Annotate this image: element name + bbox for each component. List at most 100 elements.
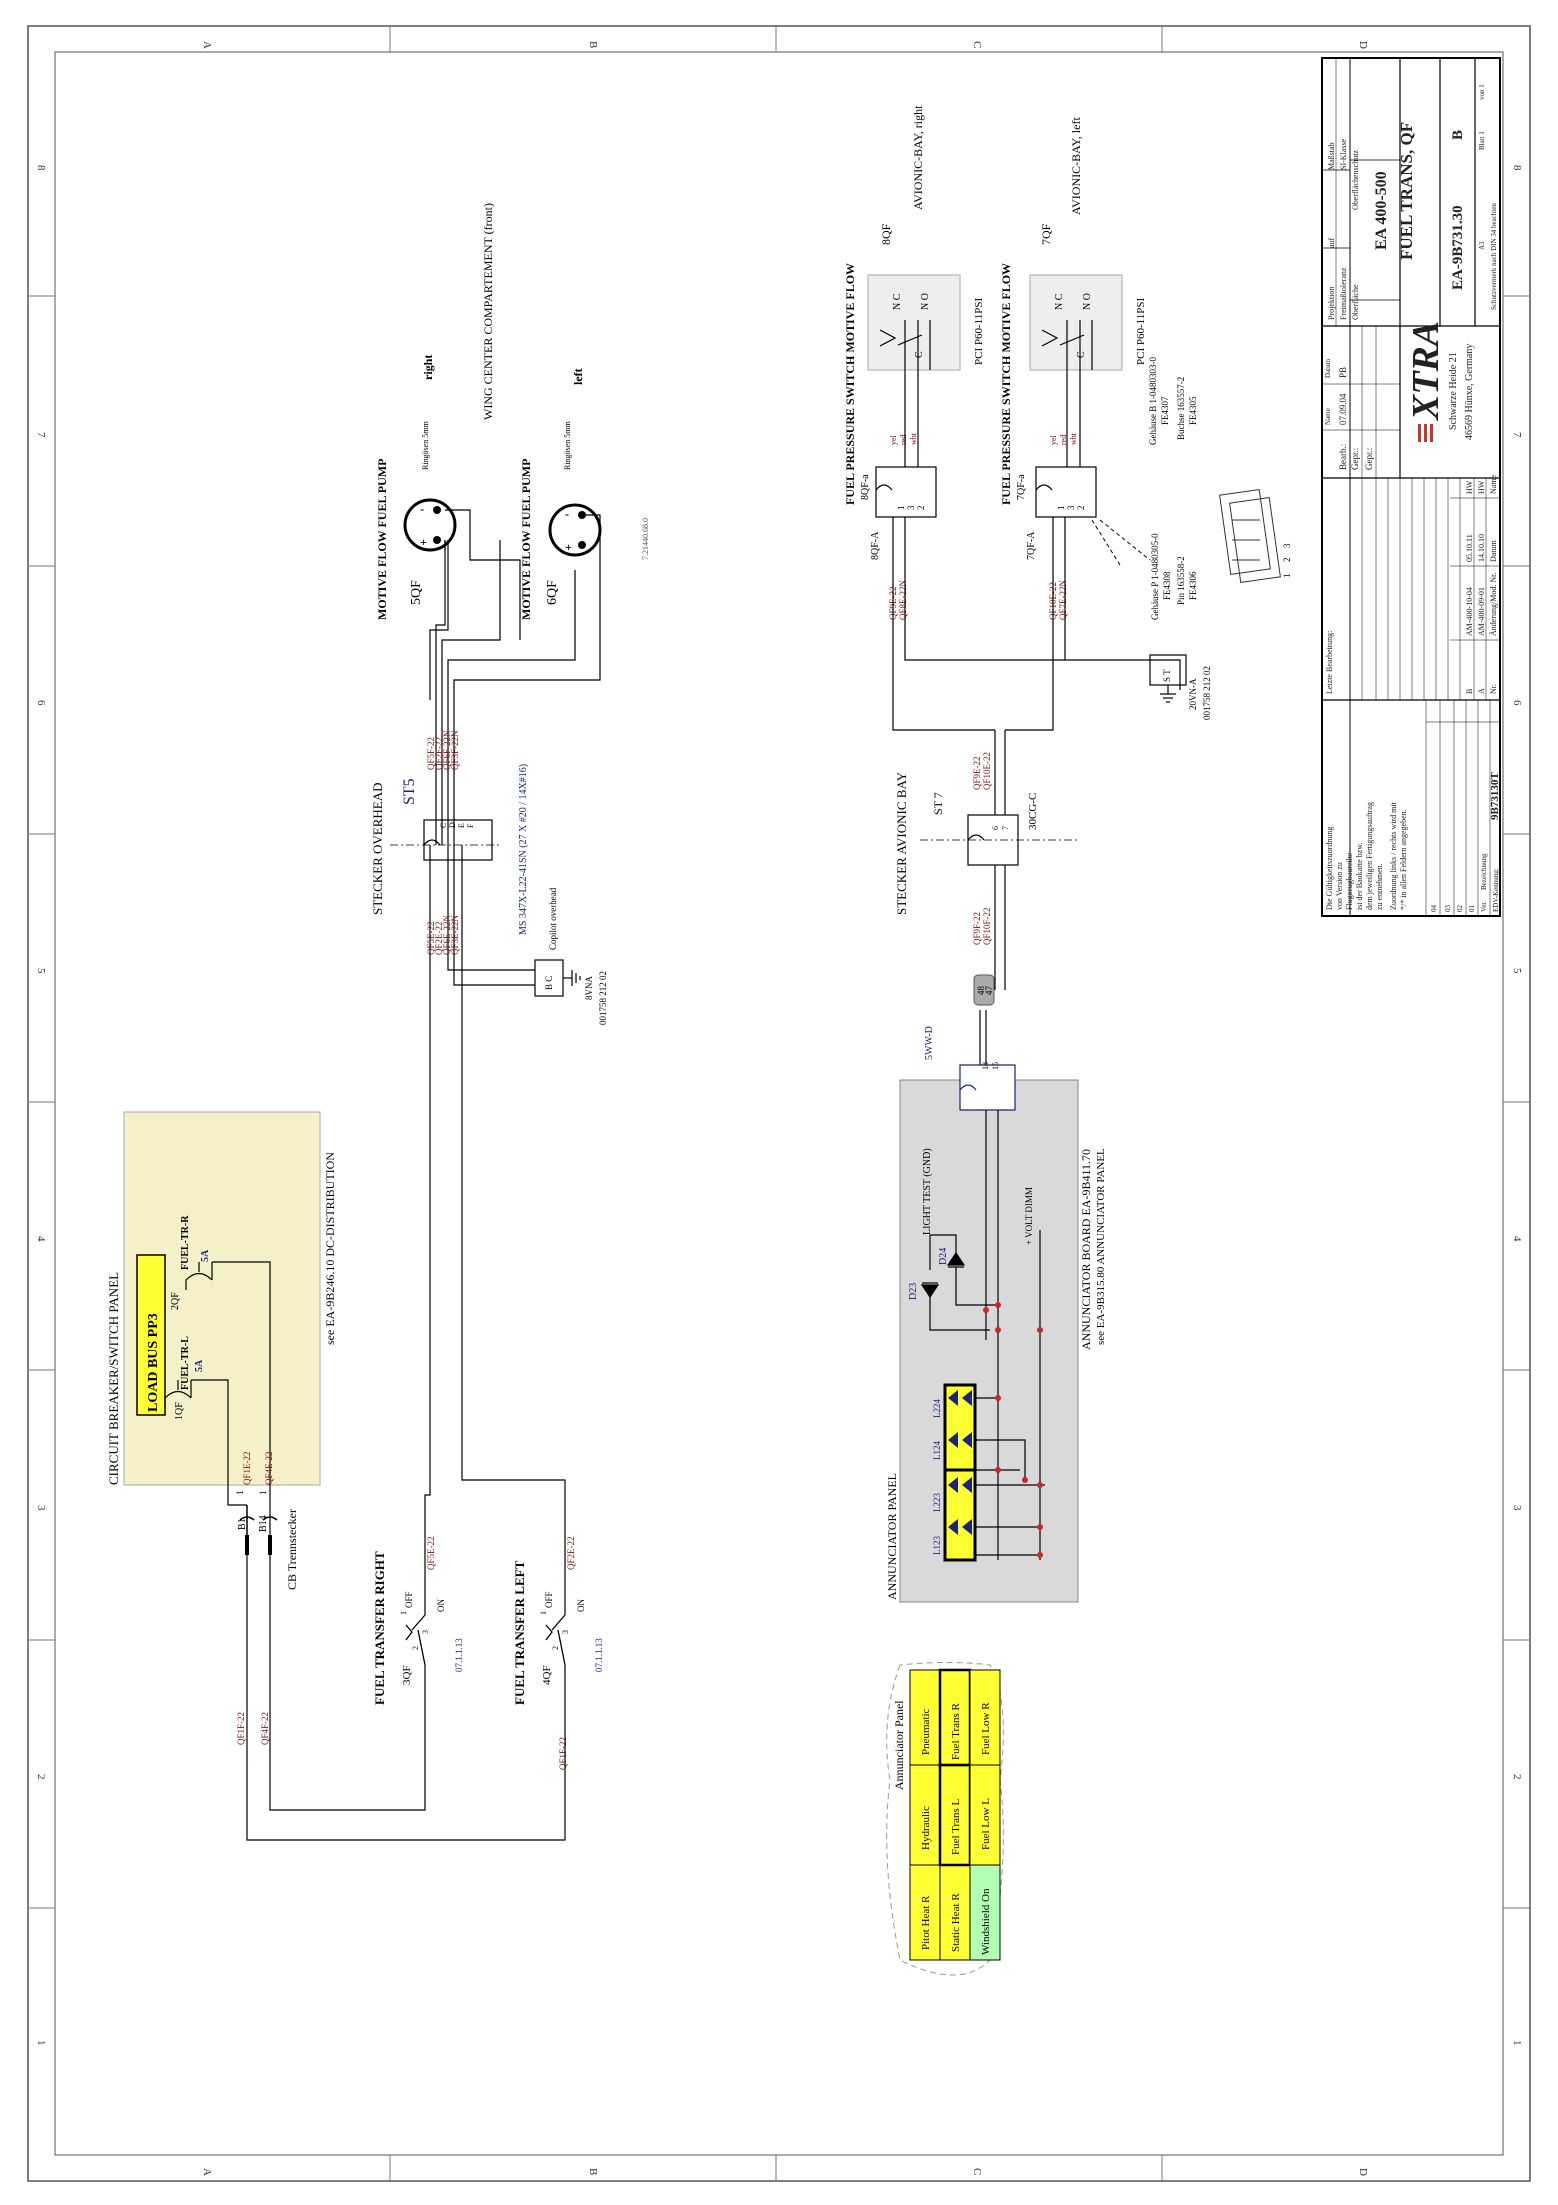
st5-gnd-label: B C (544, 976, 554, 990)
ps-left-conn: 7QF-a (1016, 474, 1027, 500)
cb-panel-title: CIRCUIT BREAKER/SWITCH PANEL (106, 1272, 121, 1485)
pump-left-ringoesen: Ringösen 5mm (563, 421, 572, 470)
switch-right-part: 07.1.1.13 (454, 1638, 464, 1672)
ps-left-bay: AVIONIC-BAY, left (1069, 117, 1083, 215)
tb-format: A3 (1478, 241, 1486, 250)
ps-socket-fe: FE4305 (1188, 396, 1198, 425)
ps-right-conn: 8QF-a (860, 474, 871, 500)
cb-wire-qf1e: QF1E-22 (242, 1452, 252, 1486)
zone-letter-a-bottom: A (201, 2168, 213, 2176)
switch-left-p3: 3 (561, 1630, 570, 1634)
ann-label-fuel-trans-r: Fuel Trans R (950, 1702, 962, 1760)
switch-right-p2: 2 (411, 1646, 420, 1650)
st5-body (423, 819, 493, 861)
tb-address2: 46569 Hünxe, Germany (1464, 344, 1475, 440)
st5-wire-r4: QF3F-22N (450, 730, 460, 770)
switch-left-wire-in: QF1F-22 (558, 1737, 568, 1770)
ann-light-test: LIGHT TEST (GND) (922, 1148, 933, 1235)
pump-right-ref: 5QF (409, 580, 424, 605)
tb-rev-b-date: 05.10.11 (1465, 534, 1474, 562)
st5-pin-e: E (457, 823, 466, 828)
conn-sketch-pin2: 2 (1282, 558, 1292, 563)
title-block: Maßstab auf Projektion SI-Klasse Freimaß… (1321, 57, 1501, 917)
switch-right-wire: QF5E-22 (426, 1537, 436, 1571)
annunciator-table: Annunciator Panel Pitot Heat R Hydraulic… (886, 1662, 1004, 1976)
ann-conn-label: 5WW-D (924, 1026, 935, 1060)
connector-sketch-icon (1219, 489, 1281, 583)
pump-left-side: left (571, 368, 585, 385)
zone-number-4-left: 4 (35, 1236, 47, 1242)
fuel-transfer-right: FUEL TRANSFER RIGHT 3QF 1 2 3 OFF ON 07.… (372, 1537, 464, 1706)
zone-letter-b-top: B (587, 41, 599, 48)
zone-number-2-left: 2 (35, 1774, 47, 1780)
tb-d04: 04 (1430, 905, 1438, 913)
svg-text:-: - (565, 507, 569, 521)
wire-qf4f-left: QF4F-22 (260, 1712, 270, 1745)
st5-ground-icon (563, 970, 581, 986)
tb-rev-datum: Datum (1489, 539, 1498, 562)
switch-right-title: FUEL TRANSFER RIGHT (372, 1551, 387, 1705)
ann-lamp-l224: L224 (932, 1399, 942, 1418)
wiring (246, 540, 601, 1841)
cb1-name: FUEL-TR-L (180, 1336, 191, 1390)
tb-valid-3: Flugzeugbaureihe (1345, 852, 1354, 910)
st7-wire-l1: QF9F-22 (972, 912, 982, 945)
ps-left-nc: N C (1054, 293, 1065, 310)
tb-d02: 02 (1456, 905, 1464, 913)
tb-si-klasse: SI-Klasse (1339, 138, 1348, 170)
annunciator-board: 5WW-D 18 15 LIGHT TEST (GND) D23 D24 + V… (885, 1026, 1107, 1603)
cb1-ref: 1QF (174, 1402, 185, 1420)
st5-wire-l2: QF2E-22 (434, 922, 444, 956)
st5-wire-r1: QF5F-22 (426, 737, 436, 770)
st7-cable-47: 47 (984, 986, 994, 996)
ann-cell-hydraulic (909, 1764, 941, 1866)
ann-board-label: ANNUNCIATOR BOARD EA-9B411.70 (1079, 1149, 1093, 1350)
xtra-logo: XTRA (1405, 321, 1447, 442)
ps-left-pin2: 2 (1076, 506, 1086, 511)
ps-ground-icon (1160, 685, 1176, 703)
tb-logo-text: XTRA (1405, 321, 1447, 421)
zone-letter-b-bottom: B (587, 2168, 599, 2175)
ann-conn-body (959, 1064, 1016, 1111)
ps-housing1-fe: FE4307 (1160, 396, 1170, 425)
conn-sketch-pin1: 1 (1282, 574, 1292, 579)
ps-left-red: red (1059, 435, 1068, 445)
zone-number-3-right: 3 (1511, 1505, 1523, 1511)
ps-socket: Buchse 163557-2 (1176, 377, 1186, 440)
ps-housing2: Gehäuse P 1-0480305-0 (1150, 533, 1160, 620)
tb-rev-nr: Nr. (1489, 684, 1498, 694)
ps-right-yel: yel (889, 434, 898, 445)
wire-qf1f-left: QF1F-22 (236, 1712, 246, 1745)
ann-volt-dimm: + VOLT DIMM (1024, 1187, 1034, 1245)
ann-cell-pneumatic (909, 1669, 941, 1766)
zone-number-1-left: 1 (35, 2040, 47, 2046)
st5-part: MS 347X-L22-41SN (27 X #20 / 14X#16) (518, 764, 529, 935)
tb-assign-1: Zuordnung links / rechts wird mit (1389, 801, 1398, 910)
svg-text:+: + (565, 540, 572, 554)
annunciator-board-box (899, 1079, 1079, 1603)
tb-valid-6: zu entnehmen. (1375, 863, 1384, 910)
ann-d24: D24 (938, 1248, 949, 1265)
ann-junctions (983, 1302, 1043, 1558)
tb-projektion: Projektion (1327, 287, 1336, 320)
switch-left-wire: QF2E-22 (566, 1537, 576, 1571)
tb-title: FUEL TRANS, QF (1397, 122, 1416, 260)
zone-letters: A B C D A B C D (201, 41, 1369, 2176)
svg-text:+: + (420, 535, 427, 549)
zone-number-7-left: 7 (35, 432, 47, 438)
ps-left-title: FUEL PRESSURE SWITCH MOTIVE FLOW (999, 263, 1013, 505)
tb-oberflaechenschutz: Oberflächenschutz (1351, 150, 1360, 210)
st7-pin6: 6 (991, 826, 1000, 830)
ann-cell-fuel-low-l (969, 1764, 1001, 1866)
st5-copilot: Copilot overhead (548, 887, 558, 950)
tb-project: EA 400-500 (1373, 171, 1390, 250)
ann-lamp-l124: L124 (932, 1441, 942, 1460)
ps-left-conn-body (1035, 466, 1097, 518)
pump-right-ringoesen: Ringösen 5mm (421, 421, 430, 470)
tb-auf: auf (1327, 237, 1336, 248)
ann-label-static-heat-r: Static Heat R (950, 1893, 962, 1952)
load-bus-label: LOAD BUS PP3 (146, 1313, 161, 1412)
ann-cell-static-heat-r (939, 1864, 971, 1961)
cb2-name: FUEL-TR-R (180, 1215, 191, 1270)
st7-connector: STECKER AVIONIC BAY ST 7 6 7 30CG-C QF9E… (894, 730, 1080, 1065)
